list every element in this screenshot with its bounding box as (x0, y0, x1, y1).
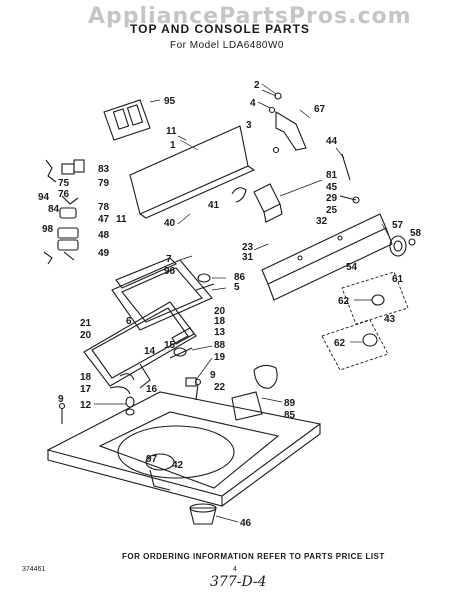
part-1-backsplash (129, 125, 256, 219)
part-89-pump (231, 364, 278, 421)
callout-11a: 11 (166, 126, 177, 137)
callout-19: 19 (214, 352, 226, 363)
handwritten-note: 377-D-4 (210, 574, 267, 590)
document-code: 374461 (22, 566, 46, 573)
callout-6: 6 (126, 316, 132, 327)
callout-25: 25 (326, 205, 338, 216)
part-81-timer (231, 179, 323, 223)
callout-86: 86 (234, 272, 246, 283)
page-number: 4 (233, 566, 237, 573)
model-subtitle: For Model LDA6480W0 (170, 40, 284, 51)
callout-20b: 20 (214, 306, 226, 317)
callout-42: 42 (172, 460, 184, 471)
callout-97: 97 (146, 454, 158, 465)
ordering-note: FOR ORDERING INFORMATION REFER TO PARTS … (122, 552, 385, 561)
callout-13: 13 (214, 327, 226, 338)
callout-7: 7 (166, 254, 172, 265)
callout-14: 14 (144, 346, 156, 357)
callout-58: 58 (410, 228, 422, 239)
callout-54: 54 (346, 262, 358, 273)
part-86-hinge (195, 273, 215, 291)
callout-94: 94 (38, 192, 50, 203)
callout-85: 85 (284, 410, 296, 421)
part-96-lid (111, 257, 213, 331)
callout-5: 5 (234, 282, 240, 293)
callout-89: 89 (284, 398, 296, 409)
callout-40: 40 (164, 218, 176, 229)
callout-23: 23 (242, 242, 254, 253)
callout-16: 16 (146, 384, 158, 395)
callout-48: 48 (98, 230, 110, 241)
callout-46: 46 (240, 518, 252, 529)
callout-11b: 11 (116, 214, 127, 225)
left-parts-cluster (43, 159, 85, 265)
part-67-bracket (275, 109, 311, 151)
page-title: TOP AND CONSOLE PARTS (130, 22, 310, 36)
callout-3: 3 (246, 120, 252, 131)
callout-9b: 9 (58, 394, 64, 405)
callout-18b: 18 (80, 372, 92, 383)
callout-95: 95 (164, 96, 176, 107)
callout-49: 49 (98, 248, 110, 259)
screw-group-top (257, 83, 282, 154)
switch-parts (119, 327, 197, 389)
callout-45: 45 (326, 182, 338, 193)
callout-15: 15 (164, 340, 176, 351)
callout-75: 75 (58, 178, 70, 189)
callout-47: 47 (98, 214, 110, 225)
callout-83: 83 (98, 164, 110, 175)
callout-labels: 95 2 4 67 3 11 1 44 83 79 75 76 94 84 78… (38, 80, 422, 529)
callout-4: 4 (250, 98, 256, 109)
callout-84: 84 (48, 204, 60, 215)
callout-62b: 62 (334, 338, 346, 349)
callout-2: 2 (254, 80, 260, 91)
callout-21: 21 (80, 318, 92, 329)
callout-76: 76 (58, 189, 70, 200)
callout-44: 44 (326, 136, 338, 147)
main-cabinet-top (46, 391, 322, 507)
part-44-screws (339, 153, 360, 204)
callout-12: 12 (80, 400, 92, 411)
part-57-ring (389, 235, 416, 257)
callout-1: 1 (170, 140, 176, 151)
watermark: AppliancePartsPros.com (88, 4, 412, 29)
callout-22: 22 (214, 382, 226, 393)
callout-43: 43 (384, 314, 396, 325)
callout-62a: 62 (338, 296, 350, 307)
callout-96: 96 (164, 266, 176, 277)
callout-67: 67 (314, 104, 326, 115)
callout-9a: 9 (210, 370, 216, 381)
callout-20a: 20 (80, 330, 92, 341)
callout-29: 29 (326, 193, 338, 204)
part-95-console-panel (103, 99, 161, 141)
dashed-group-43 (321, 319, 389, 371)
callout-61: 61 (392, 274, 404, 285)
callout-17: 17 (80, 384, 92, 395)
callout-81: 81 (326, 170, 338, 181)
part-46-cup (189, 503, 217, 525)
leader-lines (94, 89, 391, 523)
part-12-spring (109, 386, 135, 416)
callout-41: 41 (208, 200, 220, 211)
callout-18a: 18 (214, 316, 226, 327)
screws-9-22 (58, 378, 202, 424)
callout-88: 88 (214, 340, 226, 351)
callout-57: 57 (392, 220, 404, 231)
part-20-door-frame (83, 301, 197, 387)
callout-98: 98 (42, 224, 54, 235)
callout-78: 78 (98, 202, 110, 213)
callout-32: 32 (316, 216, 328, 227)
callout-31: 31 (242, 252, 254, 263)
callout-79: 79 (98, 178, 110, 189)
